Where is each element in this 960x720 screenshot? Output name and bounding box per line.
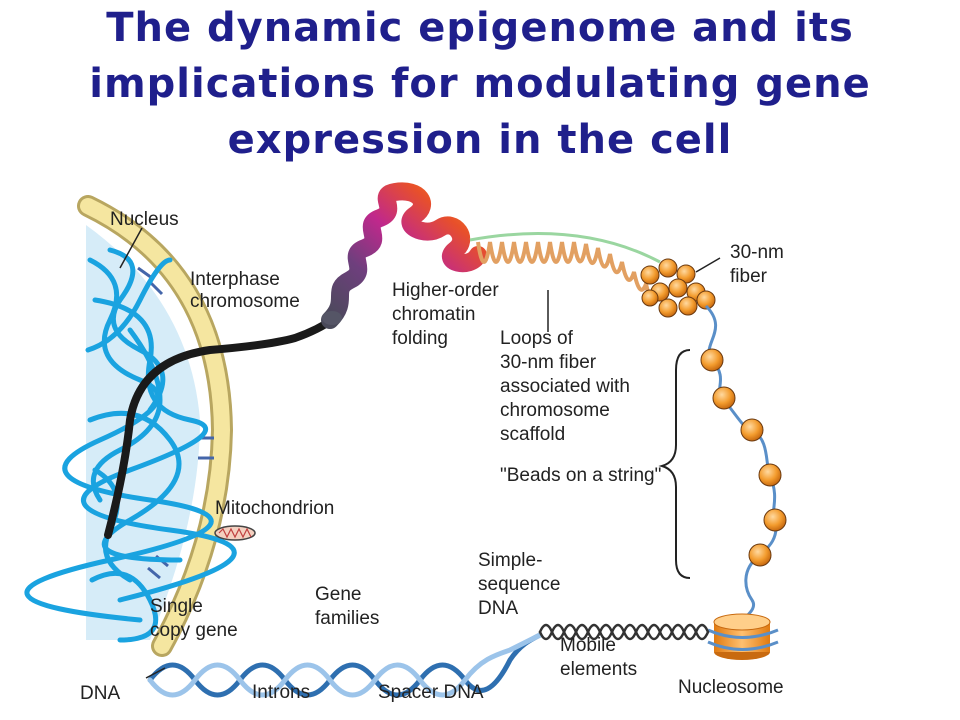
leader-lines [119,227,721,679]
label-mitochondrion: Mitochondrion [215,498,334,519]
label-single-copy-gene: Single copy gene [150,596,238,641]
label-dna: DNA [80,683,120,704]
nucleosome-beads [700,348,787,567]
label-nucleus: Nucleus [110,209,179,230]
label-gene-families: Gene families [315,584,379,629]
label-interphase-chromosome: Interphase chromosome [190,269,300,312]
slide-title: The dynamic epigenome and its implicatio… [0,0,960,168]
loops-30nm-fiber [476,241,660,304]
fiber-30nm [640,258,716,318]
interphase-chromosome-strand [104,314,339,539]
chromatin-strands [24,247,237,643]
higher-order-folding [321,182,487,329]
label-simple-sequence-dna: Simple- sequence DNA [478,550,566,619]
label-nucleosome: Nucleosome [678,677,784,698]
label-mobile-elements: Mobile elements [560,635,637,680]
label-introns: Introns [252,682,310,703]
beads-bracket [658,349,691,579]
label-higher-order-folding: Higher-order chromatin folding [392,280,504,349]
title-line-1: The dynamic epigenome and its [106,5,854,51]
chromosome-scaffold [469,232,661,264]
label-spacer-dna: Spacer DNA [378,682,484,703]
nucleosome [707,613,779,660]
chromatin-diagram: Nucleus Interphase chromosome Higher-ord… [24,182,789,704]
nuclear-envelope-inner [80,198,231,654]
mitochondrion [214,525,256,541]
nucleus [24,195,339,657]
title-line-2: implications for modulating gene [89,61,871,107]
label-30nm-fiber: 30-nm fiber [730,242,789,287]
label-beads-on-a-string: "Beads on a string" [500,465,661,486]
dna-double-helix [147,623,710,698]
label-loops-30nm-fiber: Loops of 30-nm fiber associated with chr… [500,328,635,445]
title-line-3: expression in the cell [227,117,733,163]
